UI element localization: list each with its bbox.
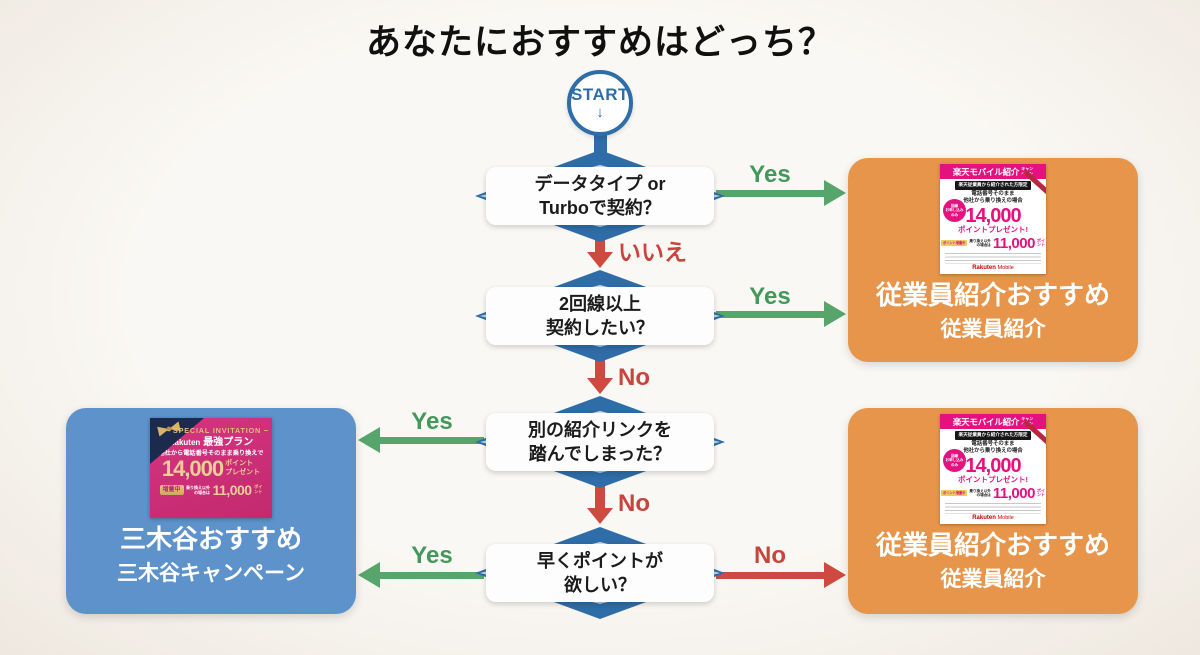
mikitani-tag: 増量中 <box>159 484 184 495</box>
arrow-yes-right-2 <box>716 301 846 327</box>
result-subtitle-employee: 従業員紹介 <box>940 567 1046 591</box>
promo-header-text: 楽天モバイル紹介 <box>952 416 1020 427</box>
promo-condition: 電話番号そのまま他社から乗り換えの場合 <box>963 441 1023 455</box>
label-no-3: No <box>618 490 650 517</box>
promo-points-value: 14,000 <box>965 205 1021 228</box>
promo-circle-badge: 回線お申し込みのみ <box>943 449 966 472</box>
label-yes-4: Yes <box>411 542 453 569</box>
special-invitation-label: SPECIAL INVITATION <box>166 426 268 435</box>
employee-promo-image-1: 楽天モバイル紹介 キャンペーン 楽天従業員から紹介された方限定 電話番号そのまま… <box>940 164 1046 274</box>
label-yes-1: Yes <box>749 161 791 188</box>
promo-circle-badge: 回線お申し込みのみ <box>943 199 966 222</box>
promo-alt-points: 11,000 <box>992 484 1036 502</box>
decision-1-line2: Turboで契約？ <box>539 198 661 218</box>
result-box-employee-2: 楽天モバイル紹介 キャンペーン 楽天従業員から紹介された方限定 電話番号そのまま… <box>848 408 1138 614</box>
promo-alt-row: ポイント増量中 乗り換え以外の場合は 11,000 ポイント <box>940 486 1046 501</box>
mikitani-condition: 他社から電話番号そのまま乗り換えで <box>158 449 264 457</box>
result-subtitle-employee: 従業員紹介 <box>940 317 1046 341</box>
mikitani-alt-condition: 乗り換え以外の場合は <box>186 484 211 495</box>
arrow-no-right-4 <box>716 562 846 588</box>
promo-alt-unit: ポイント <box>1036 487 1045 498</box>
promo-condition: 電話番号そのまま他社から乗り換えの場合 <box>963 191 1023 205</box>
mikitani-points-value: 14,000 <box>161 455 224 481</box>
arrow-yes-left-3 <box>358 427 484 453</box>
rakuten-mobile-logo: Rakuten Mobile <box>972 514 1014 521</box>
label-yes-3: Yes <box>411 408 453 435</box>
label-no-4: No <box>754 542 786 569</box>
promo-alt-row: ポイント増量中 乗り換え以外の場合は 11,000 ポイント <box>940 236 1046 251</box>
result-title-mikitani: 三木谷おすすめ <box>119 524 302 554</box>
decision-2-question: 2回線以上 契約したい？ <box>486 287 714 345</box>
start-connector-line <box>594 132 607 156</box>
promo-points-label: ポイントプレゼント! <box>958 475 1028 485</box>
mikitani-points-row: 14,000 ポイントプレゼント <box>150 455 272 481</box>
decision-3-line2: 踏んでしまった？ <box>528 444 672 464</box>
promo-alt-condition: 乗り換え以外の場合は <box>969 238 991 248</box>
decision-1-question: データタイプ or Turboで契約？ <box>486 167 714 225</box>
result-title-employee: 従業員紹介おすすめ <box>875 530 1110 560</box>
down-arrow-icon: ↓ <box>596 104 604 121</box>
mikitani-alt-points: 11,000 <box>212 481 253 498</box>
result-subtitle-mikitani: 三木谷キャンペーン <box>117 561 305 585</box>
mikitani-alt-row: 増量中 乗り換え以外の場合は 11,000 ポイント <box>150 483 272 497</box>
result-box-employee-1: 楽天モバイル紹介 キャンペーン 楽天従業員から紹介された方限定 電話番号そのまま… <box>848 158 1138 362</box>
decision-4-line1: 早くポイントが <box>537 550 663 571</box>
mikitani-points-unit: ポイントプレゼント <box>225 460 261 476</box>
arrow-yes-right-1 <box>716 180 846 206</box>
arrow-yes-left-4 <box>358 562 484 588</box>
decision-2-line1: 2回線以上 <box>558 293 641 314</box>
promo-points-label: ポイントプレゼント! <box>958 225 1028 235</box>
promo-limited-banner: 楽天従業員から紹介された方限定 <box>954 430 1032 440</box>
start-node: START ↓ <box>567 70 633 136</box>
promo-points-value: 14,000 <box>965 455 1021 478</box>
start-label: START <box>571 85 629 104</box>
arrow-no-down-3 <box>587 482 613 524</box>
promo-tag: ポイント増量中 <box>941 240 968 247</box>
promo-header-text: 楽天モバイル紹介 <box>952 166 1020 177</box>
arrow-no-down-2 <box>587 356 613 394</box>
promo-alt-unit: ポイント <box>1036 237 1045 248</box>
label-no-2: No <box>618 364 650 391</box>
result-title-employee: 従業員紹介おすすめ <box>875 280 1110 310</box>
promo-fine-print <box>945 502 1041 514</box>
arrow-no-down-1 <box>587 236 613 268</box>
rakuten-mobile-logo: Rakuten Mobile <box>972 264 1014 271</box>
label-yes-2: Yes <box>749 283 791 310</box>
promo-fine-print <box>945 252 1041 264</box>
promo-tag: ポイント増量中 <box>941 490 968 497</box>
decision-3-question: 別の紹介リンクを 踏んでしまった？ <box>486 413 714 471</box>
decision-4-question: 早くポイントが 欲しい？ <box>486 544 714 602</box>
decision-2-line2: 契約したい？ <box>546 318 654 338</box>
decision-3-line1: 別の紹介リンクを <box>528 419 672 440</box>
label-no-1: いいえ <box>618 239 687 265</box>
promo-alt-points: 11,000 <box>992 234 1036 252</box>
employee-promo-image-2: 楽天モバイル紹介 キャンペーン 楽天従業員から紹介された方限定 電話番号そのまま… <box>940 414 1046 524</box>
decision-1-line1: データタイプ or <box>534 173 666 194</box>
promo-limited-banner: 楽天従業員から紹介された方限定 <box>954 180 1032 190</box>
mikitani-alt-unit: ポイント <box>254 483 263 494</box>
promo-alt-condition: 乗り換え以外の場合は <box>969 488 991 498</box>
decision-4-line2: 欲しい？ <box>564 575 636 595</box>
page-title: あなたにおすすめはどっち？ <box>365 23 834 62</box>
